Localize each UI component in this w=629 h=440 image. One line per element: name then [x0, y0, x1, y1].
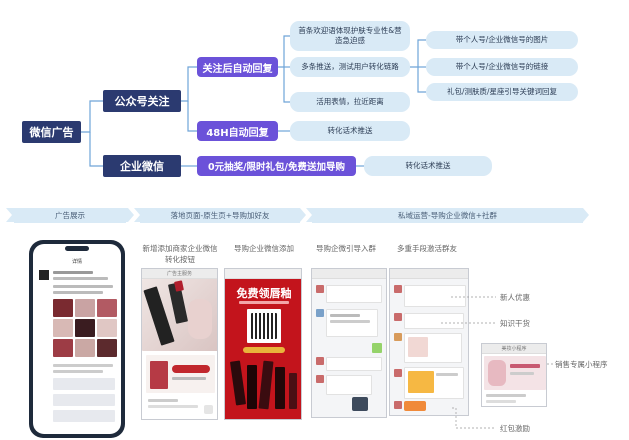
phone-screen: 详情 [33, 244, 121, 434]
screen-landing-page: 广告主服务 [141, 268, 218, 420]
phone-notch [65, 246, 89, 251]
mindmap-connectors [81, 35, 426, 167]
stage-ad-display: 广告展示 [14, 208, 126, 223]
stage-private-domain: 私域运营-导购企业微信+社群 [312, 208, 583, 223]
branch-official-account: 公众号关注 [103, 90, 181, 112]
conversion-48h-label: 转化话术推送 [327, 126, 373, 135]
pill-link-personal: 带个人号/企业微信号的链接 [426, 58, 578, 76]
link-personal-label: 带个人号/企业微信号的链接 [455, 62, 549, 71]
pill-conversion-48h: 转化话术推送 [290, 121, 410, 141]
node-lottery: 0元抽奖/限时礼包/免费送加导购 [197, 156, 356, 176]
mini-program-title: 美妆小程序 [501, 346, 527, 352]
root-node: 微信广告 [22, 121, 81, 143]
pill-conversion-enterprise: 转化话术推送 [364, 156, 492, 176]
node-auto-reply: 关注后自动回复 [197, 57, 278, 77]
screen-chat-guide-titlebar [312, 269, 386, 279]
welcome-label: 首条欢迎语体现护肤专业性&营造急迫感 [298, 26, 402, 45]
screen-group-activation [389, 268, 469, 416]
annotation-new-user-discount: 新人优惠 [500, 293, 530, 302]
branch-official-label: 公众号关注 [114, 95, 170, 108]
caption-activate-group-text: 多重手段激活群友 [397, 244, 457, 253]
pill-welcome: 首条欢迎语体现护肤专业性&营造急迫感 [290, 21, 410, 51]
conversion-enterprise-label: 转化话术推送 [405, 161, 451, 170]
emoji-label: 活用表情，拉近距离 [316, 97, 384, 106]
caption-add-button: 新增添加商家企业微信转化按钮 [141, 243, 219, 265]
screen-poster: 免费领唇釉 [224, 268, 302, 420]
branch-enterprise-label: 企业微信 [120, 160, 164, 173]
screen-landing-title: 广告主服务 [166, 271, 192, 277]
root-label: 微信广告 [29, 126, 74, 139]
auto-reply-48h-label: 48H自动回复 [206, 127, 269, 139]
pill-multi-push: 多条推送，测试用户转化链路 [290, 57, 410, 77]
stage-ad-display-label: 广告展示 [55, 211, 85, 220]
stage-landing-page: 落地页面-原生页+导购加好友 [140, 208, 300, 223]
stage-private-domain-label: 私域运营-导购企业微信+社群 [398, 211, 497, 220]
annotation-knowledge: 知识干货 [500, 319, 530, 328]
phone-title: 详情 [71, 259, 82, 265]
node-48h-reply: 48H自动回复 [197, 121, 278, 141]
screen-poster-titlebar [225, 269, 301, 279]
caption-guide-group: 导购企微引导入群 [310, 243, 382, 254]
screen-mini-program: 美妆小程序 [481, 343, 547, 407]
phone-frame: 详情 [29, 240, 125, 438]
caption-guide-add-text: 导购企业微信添加 [234, 244, 294, 253]
stage-landing-page-label: 落地页面-原生页+导购加好友 [170, 211, 270, 220]
poster-title: 免费领唇釉 [236, 287, 292, 300]
annotation-sales-mini-program: 销售专属小程序 [555, 360, 608, 369]
pill-keywords: 礼包/测肤质/星座引导关键词回复 [426, 83, 578, 101]
branch-enterprise-wechat: 企业微信 [103, 155, 181, 177]
screen-landing-titlebar: 广告主服务 [142, 269, 217, 279]
caption-guide-group-text: 导购企微引导入群 [316, 244, 376, 253]
annotation-red-packet: 红包激励 [500, 424, 530, 433]
screen-chat-guide [311, 268, 387, 418]
image-personal-label: 带个人号/企业微信号的图片 [455, 35, 549, 44]
screen-group-titlebar [390, 269, 468, 279]
auto-reply-label: 关注后自动回复 [202, 63, 273, 75]
keywords-label: 礼包/测肤质/星座引导关键词回复 [446, 87, 558, 96]
multi-push-label: 多条推送，测试用户转化链路 [301, 62, 399, 71]
caption-add-button-text: 新增添加商家企业微信转化按钮 [142, 244, 218, 264]
caption-guide-add: 导购企业微信添加 [224, 243, 304, 254]
lottery-label: 0元抽奖/限时礼包/免费送加导购 [207, 162, 346, 173]
mini-program-titlebar: 美妆小程序 [482, 344, 546, 354]
pill-emoji: 活用表情，拉近距离 [290, 92, 410, 112]
phone-avatar [39, 270, 49, 280]
caption-activate-group: 多重手段激活群友 [385, 243, 469, 254]
pill-image-personal: 带个人号/企业微信号的图片 [426, 31, 578, 49]
